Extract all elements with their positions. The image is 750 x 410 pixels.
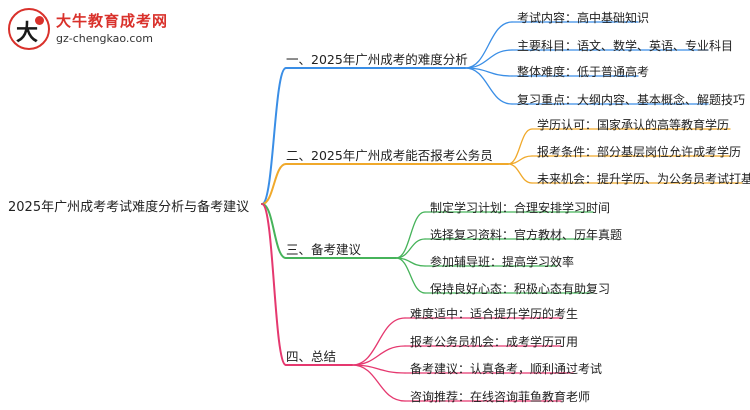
connector-line	[464, 21, 513, 69]
leaf-node: 咨询推荐：在线咨询菲鱼教育老师	[410, 390, 591, 404]
connector-line	[261, 203, 287, 259]
connector-line	[351, 364, 406, 402]
branch-node-civil-service: 二、2025年广州成考能否报考公务员	[286, 148, 493, 163]
connector-line	[261, 67, 287, 205]
connector-line	[395, 257, 426, 294]
logo-title: 大牛教育成考网	[56, 12, 169, 30]
connector-line	[507, 163, 533, 184]
connector-line	[395, 238, 426, 259]
branch-node-difficulty: 一、2025年广州成考的难度分析	[286, 52, 468, 67]
root-node: 2025年广州成考考试难度分析与备考建议	[8, 200, 250, 215]
connector-line	[395, 211, 426, 259]
connector-line	[507, 128, 533, 165]
leaf-node: 选择复习资料：官方教材、历年真题	[430, 228, 623, 242]
connector-line	[351, 317, 406, 366]
logo-url: gz-chengkao.com	[56, 32, 153, 45]
leaf-node: 备考建议：认真备考，顺利通过考试	[410, 362, 603, 376]
logo-badge-icon: 大	[8, 8, 50, 50]
connector-line	[261, 203, 287, 366]
connector-line	[464, 67, 513, 105]
leaf-node: 主要科目：语文、数学、英语、专业科目	[517, 39, 734, 53]
leaf-node: 未来机会：提升学历、为公务员考试打基础	[537, 172, 750, 186]
leaf-node: 难度适中：适合提升学历的考生	[410, 307, 579, 321]
branch-node-summary: 四、总结	[286, 349, 337, 364]
leaf-node: 保持良好心态：积极心态有助复习	[430, 282, 611, 296]
connector-line	[261, 163, 287, 205]
leaf-node: 复习重点：大纲内容、基本概念、解题技巧	[517, 93, 746, 107]
leaf-node: 整体难度：低于普通高考	[517, 65, 650, 79]
leaf-node: 学历认可：国家承认的高等教育学历	[537, 118, 730, 132]
leaf-node: 参加辅导班：提高学习效率	[430, 255, 575, 269]
leaf-node: 报考条件：部分基层岗位允许成考学历	[537, 145, 742, 159]
branch-node-prep-advice: 三、备考建议	[286, 242, 362, 257]
connector-line	[464, 49, 513, 69]
connector-line	[351, 345, 406, 366]
leaf-node: 制定学习计划：合理安排学习时间	[430, 201, 611, 215]
leaf-node: 考试内容：高中基础知识	[517, 11, 650, 25]
leaf-node: 报考公务员机会：成考学历可用	[410, 335, 579, 349]
site-logo[interactable]: 大 大牛教育成考网 gz-chengkao.com	[8, 8, 168, 54]
